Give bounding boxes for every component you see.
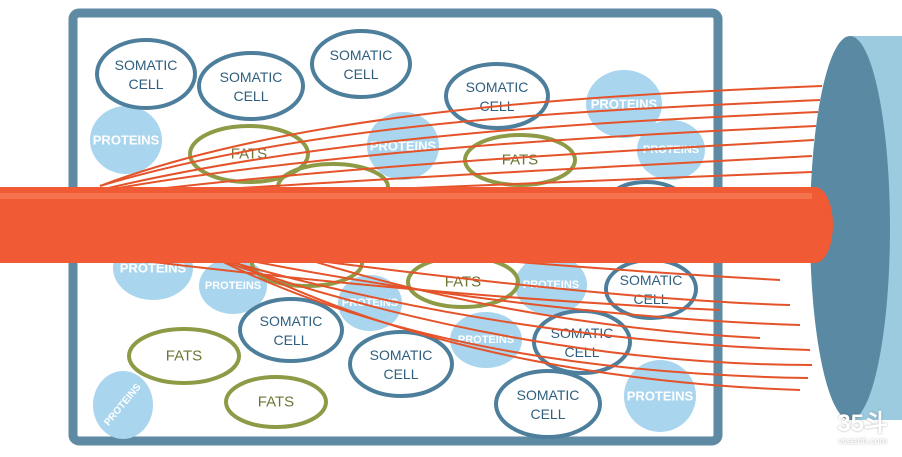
fats-oval: [188, 124, 310, 184]
somatic-label-line1: SOMATIC: [220, 69, 283, 85]
somatic-cell-oval: [494, 369, 602, 439]
fats-oval: [463, 133, 577, 187]
fiber-line: [99, 99, 821, 187]
somatic-cell-oval: [348, 330, 454, 398]
watermark-url: vcearth.com: [838, 436, 888, 446]
proteins-label: PROTEINS: [627, 389, 694, 404]
fiber-line: [174, 244, 801, 326]
fiber-line: [99, 111, 819, 191]
proteins-blob: [515, 255, 587, 315]
cylinder: [810, 36, 902, 420]
somatic-cell-oval: [532, 309, 632, 375]
proteins-blob: [93, 371, 153, 439]
proteins-label: PROTEINS: [205, 280, 261, 292]
proteins-label: PROTEINS: [93, 133, 160, 148]
somatic-label-line2: CELL: [343, 66, 378, 82]
somatic-label-line1: SOMATIC: [517, 387, 580, 403]
proteins-blob: [338, 275, 402, 331]
somatic-label-line1: SOMATIC: [330, 47, 393, 63]
somatic-label-line2: CELL: [383, 366, 418, 382]
somatic-label-line2: CELL: [128, 76, 163, 92]
somatic-cell-oval: [197, 51, 305, 121]
somatic-label-line1: SOMATIC: [620, 272, 683, 288]
somatic-label-line2: CELL: [530, 406, 565, 422]
somatic-cell-oval: [444, 62, 550, 130]
fats-oval: [127, 327, 241, 385]
proteins-blob: [367, 112, 439, 180]
watermark-logo: 35斗: [837, 410, 888, 437]
bar-layer: [0, 187, 833, 263]
orange-bar: [0, 187, 833, 263]
fats-oval: [224, 375, 328, 429]
somatic-label-line1: SOMATIC: [260, 313, 323, 329]
somatic-label-line1: SOMATIC: [370, 347, 433, 363]
cylinder-face: [810, 36, 890, 420]
proteins-label: PROTEINS: [523, 279, 579, 291]
proteins-label: PROTEINS: [342, 297, 398, 309]
fiber-line: [99, 85, 823, 187]
fats-label: FATS: [502, 152, 538, 169]
fiber-line: [234, 261, 801, 391]
somatic-label-line2: CELL: [273, 332, 308, 348]
fiber-line: [214, 257, 809, 379]
fiber-line: [254, 241, 761, 339]
somatic-cell-oval: [95, 38, 197, 110]
fiber-line: [204, 254, 813, 366]
somatic-label-line2: CELL: [633, 291, 668, 307]
fiber-line: [99, 139, 815, 197]
fats-label: FATS: [166, 348, 202, 365]
somatic-label-line1: SOMATIC: [466, 79, 529, 95]
watermark: 35斗 vcearth.com: [837, 412, 888, 447]
fiber-line: [119, 257, 721, 311]
somatic-layer: SOMATIC CELL SOMATIC CELL SOMATIC CELL SOMATIC…: [95, 29, 698, 439]
fats-label: FATS: [258, 394, 294, 411]
fibers-layer: [94, 85, 823, 391]
fiber-line: [94, 125, 817, 193]
somatic-label-line2: CELL: [233, 88, 268, 104]
somatic-label-line1: SOMATIC: [115, 57, 178, 73]
somatic-cell-oval: [310, 29, 412, 99]
proteins-blob: [90, 106, 162, 174]
somatic-cell-oval: [238, 297, 344, 363]
